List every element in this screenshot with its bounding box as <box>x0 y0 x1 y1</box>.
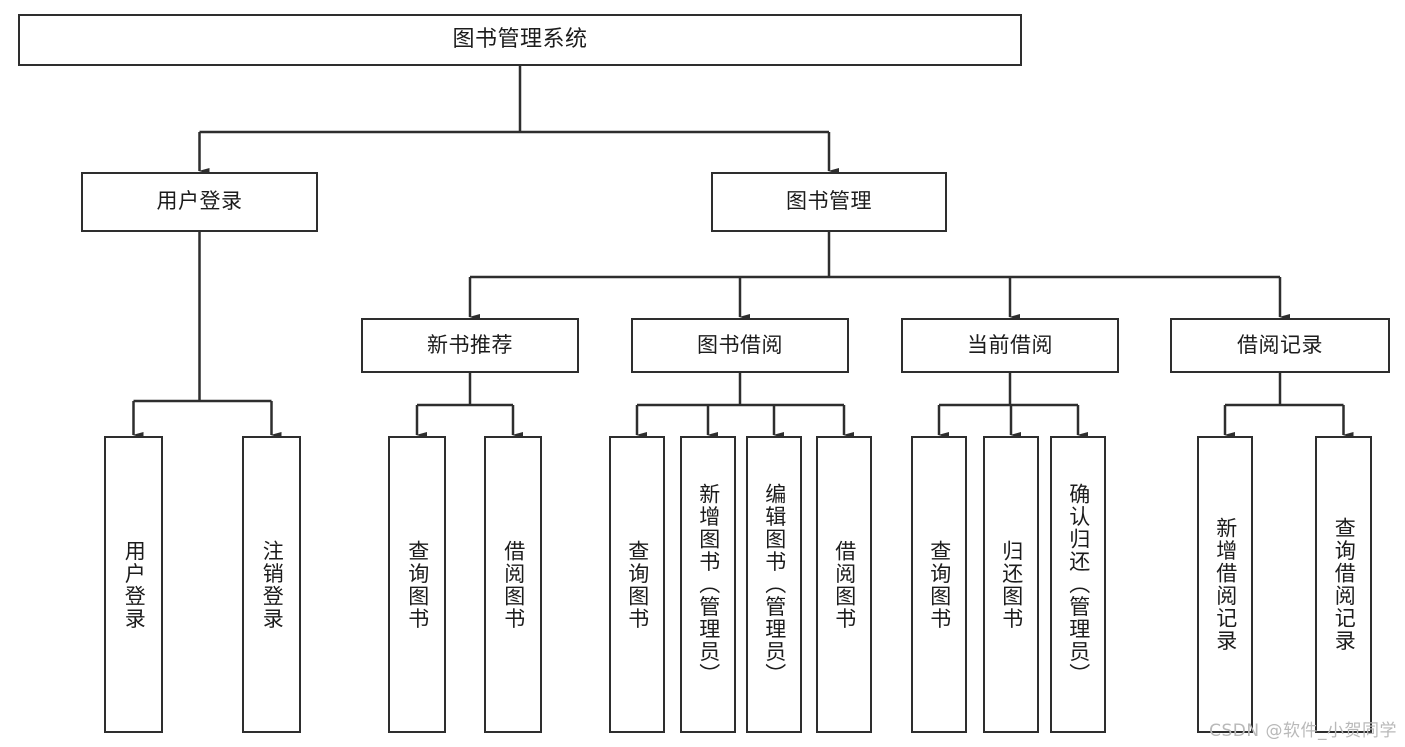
node-leaf-12[interactable]: 新增借阅记录 <box>1197 436 1253 733</box>
node-label: 新增借阅记录 <box>1213 517 1238 652</box>
node-label: 借阅图书 <box>832 539 857 630</box>
node-leaf-8[interactable]: 借阅图书 <box>816 436 872 733</box>
node-label: 图书管理系统 <box>452 26 588 52</box>
node-borrow[interactable]: 图书借阅 <box>631 318 849 373</box>
node-leaf-4[interactable]: 借阅图书 <box>484 436 542 733</box>
node-leaf-7[interactable]: 编辑图书（管理员） <box>746 436 802 733</box>
node-records[interactable]: 借阅记录 <box>1170 318 1390 373</box>
node-label: 新书推荐 <box>427 332 513 357</box>
node-label: 用户登录 <box>156 189 243 214</box>
node-label: 当前借阅 <box>967 332 1053 357</box>
node-label: 注销登录 <box>260 539 285 630</box>
node-label: 归还图书 <box>999 539 1024 630</box>
node-label: 用户登录 <box>122 539 147 630</box>
node-label: 借阅记录 <box>1237 332 1323 357</box>
node-leaf-10[interactable]: 归还图书 <box>983 436 1039 733</box>
node-leaf-1[interactable]: 用户登录 <box>104 436 163 733</box>
node-leaf-5[interactable]: 查询图书 <box>609 436 665 733</box>
node-leaf-11[interactable]: 确认归还（管理员） <box>1050 436 1106 733</box>
node-bookmgmt[interactable]: 图书管理 <box>711 172 947 232</box>
node-label: 确认归还（管理员） <box>1066 483 1091 686</box>
node-label: 借阅图书 <box>501 539 526 630</box>
node-label: 编辑图书（管理员） <box>762 483 787 686</box>
node-root[interactable]: 图书管理系统 <box>18 14 1022 66</box>
node-leaf-13[interactable]: 查询借阅记录 <box>1315 436 1372 733</box>
node-login[interactable]: 用户登录 <box>81 172 318 232</box>
node-label: 查询图书 <box>927 539 952 630</box>
node-leaf-3[interactable]: 查询图书 <box>388 436 446 733</box>
node-label: 查询图书 <box>405 539 430 630</box>
node-newbook[interactable]: 新书推荐 <box>361 318 579 373</box>
node-leaf-2[interactable]: 注销登录 <box>242 436 301 733</box>
node-label: 图书管理 <box>786 189 872 214</box>
node-label: 图书借阅 <box>697 332 783 357</box>
node-label: 新增图书（管理员） <box>696 483 721 686</box>
node-label: 查询借阅记录 <box>1332 517 1357 652</box>
node-label: 查询图书 <box>625 539 650 630</box>
node-leaf-6[interactable]: 新增图书（管理员） <box>680 436 736 733</box>
node-current[interactable]: 当前借阅 <box>901 318 1119 373</box>
node-leaf-9[interactable]: 查询图书 <box>911 436 967 733</box>
